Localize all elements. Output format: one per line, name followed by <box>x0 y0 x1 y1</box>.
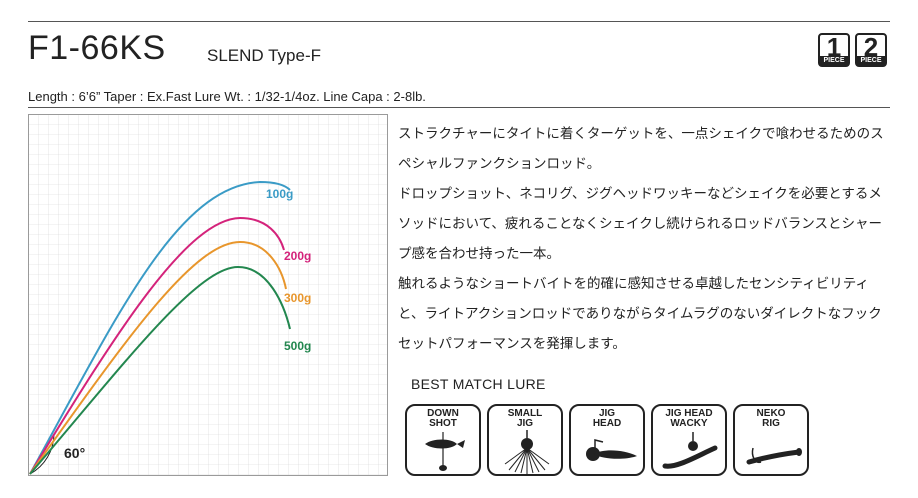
rod-bend-chart: 60° 100g 200g 300g 500g <box>28 114 388 476</box>
best-match-lure-list: DOWN SHOT SMALL JIG <box>405 404 825 478</box>
bend-chart-svg: 60° 100g 200g 300g 500g <box>28 114 388 476</box>
curve-label-500g: 500g <box>284 339 311 353</box>
lure-neko-rig: NEKO RIG <box>733 404 809 476</box>
description-paragraph: ストラクチャーにタイトに着くターゲットを、一点シェイクで喰わせるためのスペシャル… <box>398 126 884 171</box>
chart-grid <box>28 114 388 476</box>
best-match-title: BEST MATCH LURE <box>411 376 546 392</box>
piece-badge-label: PIECE <box>820 56 848 65</box>
angle-label: 60° <box>64 445 85 461</box>
curve-500g <box>29 265 291 475</box>
series-name: SLEND Type-F <box>207 46 322 65</box>
lure-label: NEKO RIG <box>756 408 786 429</box>
header-bottom-rule <box>28 107 890 108</box>
small-jig-icon <box>504 430 550 474</box>
product-description: ストラクチャーにタイトに着くターゲットを、一点シェイクで喰わせるためのスペシャル… <box>398 119 893 359</box>
chart-border <box>28 114 388 476</box>
curve-200g <box>29 216 285 475</box>
one-piece-badge: 1 PIECE <box>818 33 850 67</box>
jig-head-icon <box>586 439 637 461</box>
curve-100g <box>29 180 291 475</box>
piece-badge-label: PIECE <box>857 56 885 65</box>
piece-badge-number: 2 <box>863 32 879 62</box>
curve-label-100g: 100g <box>266 187 293 201</box>
description-paragraph: 触れるようなショートバイトを的確に感知させる卓越したセンシティビリティと、ライト… <box>398 276 882 351</box>
jig-head-wacky-icon <box>662 432 718 469</box>
neko-rig-icon <box>746 447 802 465</box>
lure-label: SMALL JIG <box>507 408 543 429</box>
curve-label-200g: 200g <box>284 249 311 263</box>
lure-label: DOWN SHOT <box>427 408 459 429</box>
lure-label: JIG HEAD <box>592 408 622 429</box>
spec-line: Length : 6’6” Taper : Ex.Fast Lure Wt. :… <box>28 89 426 104</box>
lure-downshot: DOWN SHOT <box>405 404 481 476</box>
curve-label-300g: 300g <box>284 291 311 305</box>
lure-jig-head: JIG HEAD <box>569 404 645 476</box>
downshot-icon <box>425 432 465 471</box>
header-top-rule <box>28 21 890 22</box>
angle-arc <box>29 433 55 475</box>
lure-jig-head-wacky: JIG HEAD WACKY <box>651 404 727 476</box>
description-paragraph: ドロップショット、ネコリグ、ジグヘッドワッキーなどシェイクを必要とするメソッドに… <box>398 186 882 261</box>
two-piece-badge: 2 PIECE <box>855 33 887 67</box>
lure-label: JIG HEAD WACKY <box>665 408 713 429</box>
curve-300g <box>29 240 287 475</box>
lure-small-jig: SMALL JIG <box>487 404 563 476</box>
model-title: F1-66KS <box>28 29 166 67</box>
piece-badge-number: 1 <box>826 32 842 62</box>
